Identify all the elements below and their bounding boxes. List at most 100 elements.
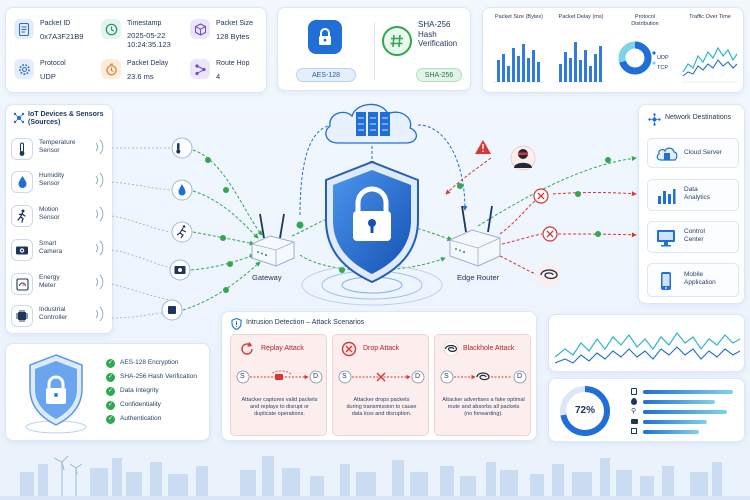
stats-charts-panel: Packet Size (Bytes) Packet Delay (ms) xyxy=(482,7,744,93)
node-source: S xyxy=(342,373,347,380)
security-feature-label: SHA-256 Hash Verification xyxy=(120,373,197,380)
timer-icon xyxy=(101,59,121,79)
route-hop-label: Route Hop xyxy=(216,60,250,67)
sha-section: SHA-256 Hash Verification SHA-256 xyxy=(380,16,468,86)
security-feature-label: Confidentiality xyxy=(120,401,161,408)
protocol-field: Protocol UDP xyxy=(14,57,96,89)
security-feature-label: Data Integrity xyxy=(120,387,159,394)
size-bar xyxy=(537,62,540,82)
traffic-over-time-title: Traffic Over Time xyxy=(689,14,731,20)
traffic-analytics-panel xyxy=(548,314,745,372)
device-label: Motion Sensor xyxy=(39,206,60,221)
packet-size-value: 128 Bytes xyxy=(216,32,250,41)
packet-delay-chart: Packet Delay (ms) xyxy=(551,14,611,88)
shield-alert-icon xyxy=(230,318,242,330)
security-feature-item: ✓ Authentication xyxy=(106,414,208,428)
protocol-distribution-chart: Protocol Distribution UDP TCP xyxy=(613,14,677,88)
device-industrial-controller: Industrial Controller xyxy=(11,304,107,334)
blackhole-flow xyxy=(440,370,527,384)
packet-delay-chart-title: Packet Delay (ms) xyxy=(558,14,604,20)
device-humidity: Humidity Sensor xyxy=(11,168,107,198)
packet-id-value: 0x7A3F21B9 xyxy=(40,32,84,41)
blackhole-attack-card: Blackhole Attack S D Attacker advertises… xyxy=(434,334,531,436)
blackhole-icon xyxy=(443,341,459,357)
camera-icon xyxy=(631,419,638,424)
blackhole-attack-label: Blackhole Attack xyxy=(463,345,515,352)
meter-icon xyxy=(11,273,33,295)
lock-icon xyxy=(308,20,342,54)
packet-delay-value: 23.6 ms xyxy=(127,72,154,81)
node-destination: D xyxy=(313,373,319,380)
attacker-icon xyxy=(475,140,536,171)
device-energy-meter: Energy Meter xyxy=(11,270,107,300)
delay-bar xyxy=(594,54,597,82)
packet-size-chart-title: Packet Size (Bytes) xyxy=(495,14,543,20)
delay-bar xyxy=(569,58,572,82)
usage-bar xyxy=(643,420,707,424)
replay-icon xyxy=(241,342,253,355)
secure-flows-to-gateway xyxy=(182,149,263,311)
chip-icon xyxy=(11,305,33,327)
usage-gauge-arc xyxy=(560,386,610,436)
gear-icon xyxy=(14,59,34,79)
destination-mobile-application: Mobile Application xyxy=(647,263,739,297)
security-features-panel: ✓ AES-128 Encryption ✓ SHA-256 Hash Veri… xyxy=(5,343,210,441)
packet-delay-field: Packet Delay 23.6 ms xyxy=(101,57,186,89)
resource-usage-panel: 72% ⚲ xyxy=(548,378,745,442)
camera-icon xyxy=(11,239,33,261)
cloud-server-icon xyxy=(325,103,417,144)
check-icon: ✓ xyxy=(106,359,115,368)
cloud-server-icon xyxy=(654,144,680,164)
protocol-donut xyxy=(618,41,656,75)
drop-flow xyxy=(338,370,425,384)
gateway-router-icon xyxy=(251,213,295,267)
usage-bar xyxy=(643,400,715,404)
packet-size-label: Packet Size xyxy=(216,20,253,27)
security-feature-item: ✓ AES-128 Encryption xyxy=(106,358,208,372)
blackhole-icon xyxy=(540,269,558,280)
device-label: Energy Meter xyxy=(39,274,60,289)
size-bar xyxy=(522,44,525,82)
protocol-distribution-title: Protocol Distribution xyxy=(631,14,659,27)
traffic-trend-lines xyxy=(554,331,741,364)
bar-chart-icon xyxy=(655,186,677,206)
packet-size-bars xyxy=(493,44,545,83)
document-icon xyxy=(14,19,34,39)
device-label: Temperature Sensor xyxy=(39,139,76,154)
aes-section: AES-128 xyxy=(288,16,364,86)
delay-bar xyxy=(579,60,582,82)
sha-title: SHA-256 Hash Verification xyxy=(418,20,458,49)
delay-bar xyxy=(584,50,587,82)
check-icon: ✓ xyxy=(106,401,115,410)
destination-cloud-server: Cloud Server xyxy=(647,138,739,168)
delay-bar xyxy=(564,52,567,82)
check-icon: ✓ xyxy=(106,373,115,382)
usage-bar xyxy=(643,430,699,434)
packet-size-field: Packet Size 128 Bytes xyxy=(190,17,264,49)
network-destinations-title: Network Destinations xyxy=(665,114,732,121)
replay-attack-label: Replay Attack xyxy=(261,345,304,352)
globe-network-icon xyxy=(647,112,661,126)
edge-router-label: Edge Router xyxy=(457,273,500,282)
security-feature-item: ✓ Confidentiality xyxy=(106,400,208,414)
drop-attack-card: Drop Attack S D Attacker drops packets d… xyxy=(332,334,429,436)
size-bar xyxy=(527,58,530,82)
running-person-icon: ⚲ xyxy=(631,408,637,415)
central-shield-icon xyxy=(301,160,443,306)
delay-bar xyxy=(589,66,592,82)
usage-bar-list: ⚲ xyxy=(631,387,741,437)
protocol-value: UDP xyxy=(40,72,56,81)
crypto-panel: AES-128 SHA-256 Hash Verification SHA-25… xyxy=(277,7,471,91)
thermometer-icon xyxy=(11,138,33,160)
chip-icon xyxy=(631,428,637,434)
traffic-over-time-chart: Traffic Over Time xyxy=(679,14,741,88)
usage-bar-row: ⚲ xyxy=(631,407,741,417)
usage-gauge-value: 72% xyxy=(574,405,595,416)
timestamp-label: Timestamp xyxy=(127,20,162,27)
node-source: S xyxy=(444,373,449,380)
sha-badge: SHA-256 xyxy=(416,68,462,82)
destination-label: Data Analytics xyxy=(684,186,711,201)
legend-udp: UDP xyxy=(657,55,669,61)
size-bar xyxy=(502,54,505,82)
device-motion: Motion Sensor xyxy=(11,202,107,232)
